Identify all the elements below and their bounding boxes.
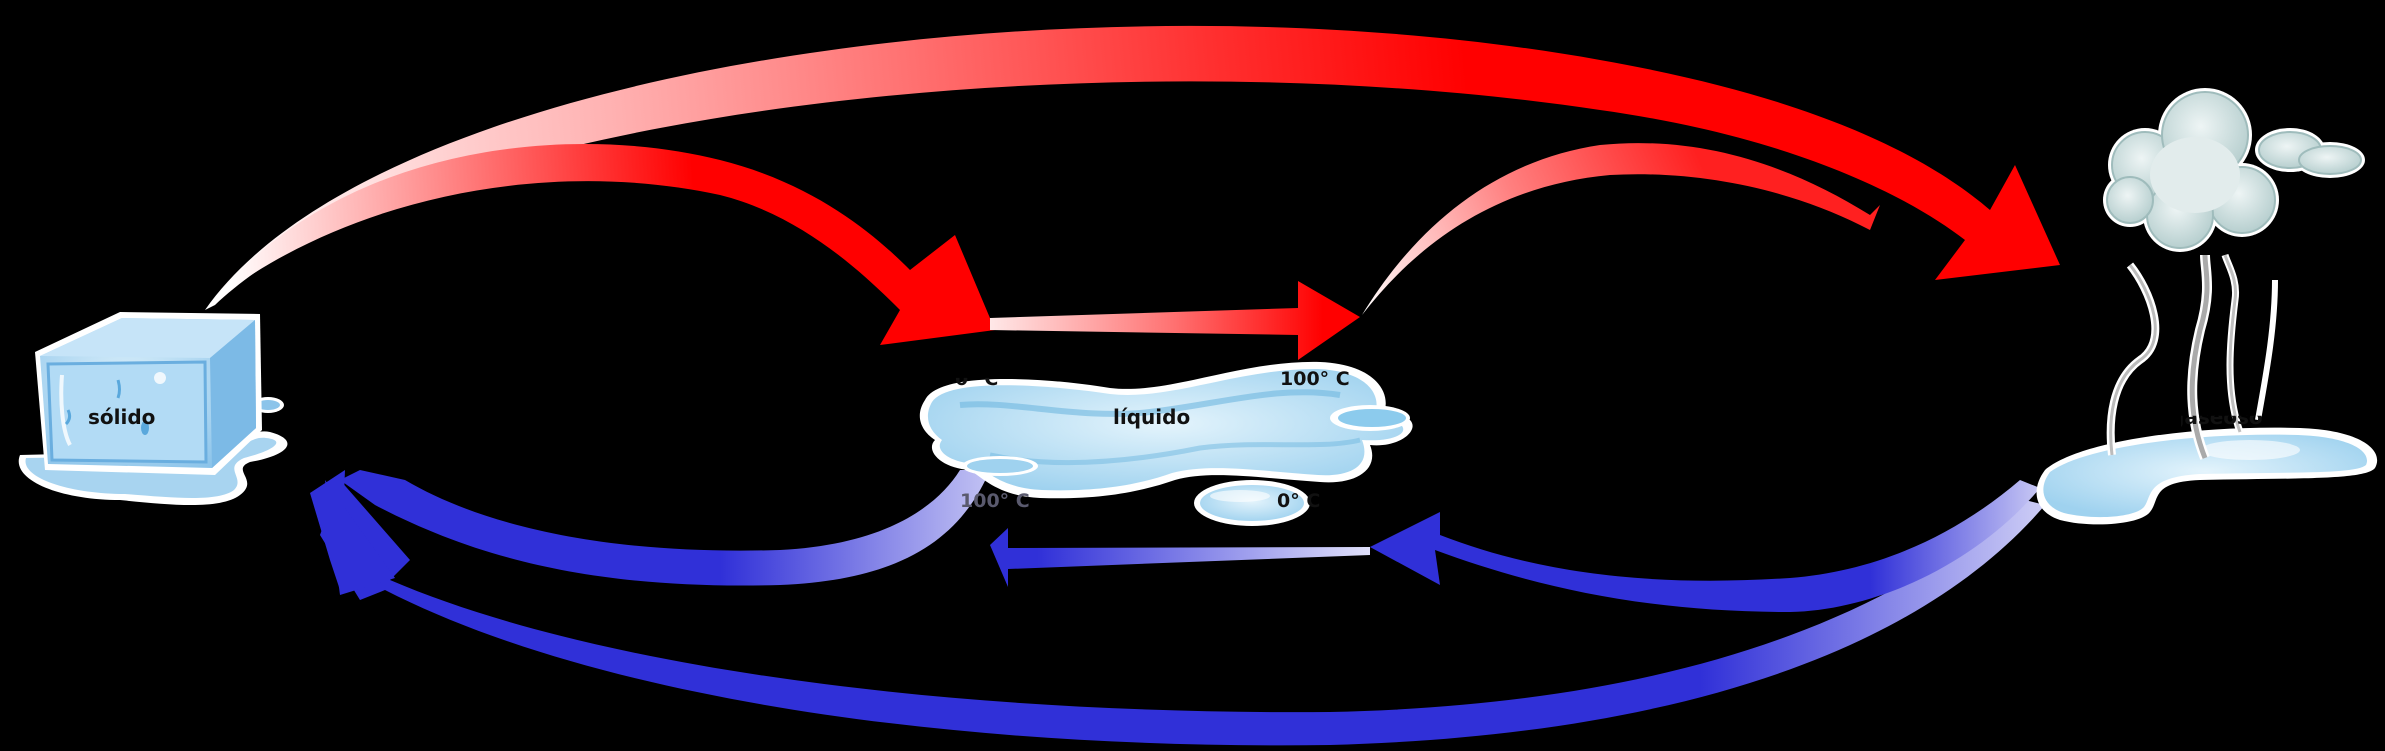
solid-state-label: sólido	[88, 405, 156, 429]
liquid-temp-top-right: 100° C	[1280, 368, 1350, 390]
arrow-liquid-to-solid	[310, 470, 990, 590]
arrow-liquid-cooling	[990, 528, 1370, 587]
arrow-liquid-to-gas	[1362, 143, 1880, 315]
gas-state-label: gaseoso	[2170, 405, 2263, 429]
liquid-state-label: líquido	[1113, 405, 1191, 429]
arrow-liquid-heating	[990, 281, 1360, 360]
arrow-gas-to-liquid	[1370, 480, 2040, 612]
arrow-gas-to-solid	[320, 480, 2045, 746]
ice-cube-illustration	[18, 312, 288, 505]
liquid-temp-bottom-left: 100° C	[960, 490, 1030, 512]
liquid-temp-top-left: 0° C	[955, 368, 999, 390]
arrow-solid-to-liquid	[210, 143, 995, 345]
water-puddle-illustration	[919, 361, 1413, 526]
arrow-solid-to-gas	[205, 25, 2060, 310]
cloud-steam-illustration	[2036, 88, 2378, 525]
liquid-temp-bottom-right: 0° C	[1277, 490, 1321, 512]
